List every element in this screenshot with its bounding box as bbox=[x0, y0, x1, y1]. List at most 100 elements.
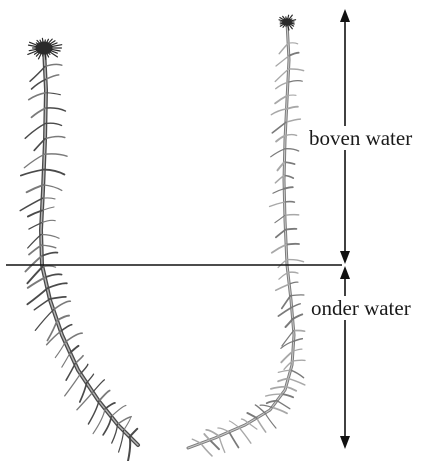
plant-leaf bbox=[45, 137, 65, 139]
plant-leaf bbox=[46, 75, 59, 80]
plant-leaf bbox=[29, 93, 46, 100]
plant-leaf bbox=[285, 135, 296, 136]
plant-leaf bbox=[45, 123, 61, 125]
plant-leaf bbox=[88, 401, 99, 424]
plant-leaf bbox=[242, 419, 249, 423]
plant-leaf bbox=[99, 391, 110, 402]
plant-leaf bbox=[32, 79, 46, 89]
plant-leaf bbox=[34, 299, 50, 310]
plant-leaf bbox=[41, 220, 55, 222]
plant-leaf bbox=[103, 417, 111, 435]
plant-leaf bbox=[288, 43, 298, 44]
plant-leaf bbox=[45, 274, 62, 277]
arrow-down-icon bbox=[340, 436, 350, 449]
plant-leaf bbox=[285, 229, 296, 230]
plant-leaf bbox=[257, 418, 266, 432]
plant-leaf bbox=[276, 230, 286, 238]
plant-leaf bbox=[284, 162, 294, 164]
plant-leaf bbox=[278, 307, 291, 316]
plant-leaf bbox=[276, 82, 288, 88]
plant-head-core bbox=[36, 42, 53, 55]
plant-leaf bbox=[35, 310, 53, 331]
plant-leaf bbox=[276, 284, 290, 290]
plant-leaf bbox=[271, 109, 286, 115]
right-plant bbox=[188, 15, 305, 456]
plant-leaf bbox=[289, 53, 299, 56]
plant-leaf bbox=[41, 245, 55, 248]
plant-leaf bbox=[289, 282, 298, 284]
plant-leaf bbox=[44, 154, 67, 156]
plant-leaf bbox=[247, 413, 256, 418]
plant-leaf bbox=[42, 252, 58, 256]
plant-leaf bbox=[279, 272, 288, 279]
plant-leaf bbox=[75, 356, 83, 364]
plant-leaf bbox=[275, 96, 287, 104]
plant-leaf bbox=[62, 353, 70, 367]
plant-leaf bbox=[229, 432, 238, 448]
height-arrow bbox=[340, 9, 350, 449]
plant-leaf bbox=[248, 423, 257, 429]
plant-leaf bbox=[288, 378, 305, 385]
plant-leaf bbox=[66, 364, 75, 381]
plant-leaf bbox=[46, 108, 66, 111]
plant-leaf bbox=[284, 187, 293, 189]
plant-leaf bbox=[46, 93, 60, 95]
plant-leaf bbox=[293, 314, 303, 319]
plant-leaf bbox=[285, 149, 299, 151]
plant-leaf bbox=[275, 215, 285, 222]
plant-leaf bbox=[65, 333, 82, 342]
plant-leaf bbox=[93, 380, 105, 392]
plant-leaf bbox=[44, 170, 65, 175]
plant-leaf bbox=[41, 235, 59, 239]
plant-leaf bbox=[273, 189, 284, 194]
plant-leaf bbox=[47, 321, 57, 341]
plant-leaf bbox=[27, 185, 44, 192]
plant-leaf bbox=[288, 81, 302, 83]
plant-leaf bbox=[127, 437, 130, 461]
plant-leaf bbox=[81, 364, 88, 373]
plant-leaf bbox=[219, 436, 225, 452]
plant-leaf bbox=[201, 443, 212, 456]
plant-leaf bbox=[286, 387, 296, 391]
plant-leaf bbox=[50, 297, 66, 299]
plant-leaf bbox=[204, 434, 209, 440]
plant-leaf bbox=[119, 431, 124, 453]
arrow-up-icon bbox=[340, 266, 350, 279]
plant-leaf bbox=[279, 43, 288, 53]
plant-leaf bbox=[260, 405, 272, 407]
plant-leaf bbox=[287, 107, 298, 109]
plant-leaf bbox=[61, 325, 72, 332]
plant-leaf bbox=[272, 245, 286, 253]
arrow-down-icon bbox=[340, 251, 350, 264]
plant-leaf bbox=[218, 428, 229, 432]
plant-leaf bbox=[277, 401, 290, 409]
plant-leaf bbox=[192, 439, 201, 443]
plant-leaf bbox=[25, 124, 45, 139]
plant-leaf bbox=[272, 407, 287, 413]
plant-leaf bbox=[80, 383, 87, 402]
plant-leaf bbox=[45, 64, 62, 66]
plant-leaf bbox=[29, 245, 41, 254]
plant-leaf bbox=[276, 56, 289, 66]
plant-leaf bbox=[282, 296, 291, 309]
plant-leaf bbox=[53, 301, 70, 310]
plant-leaf bbox=[130, 429, 138, 437]
plant-leaf bbox=[291, 370, 304, 378]
plant-leaf bbox=[289, 69, 304, 71]
left-plant bbox=[20, 38, 138, 461]
plant-leaf bbox=[105, 403, 115, 409]
plant-leaf bbox=[271, 387, 286, 389]
plant-leaf bbox=[112, 424, 118, 443]
label-above-water: boven water bbox=[307, 126, 414, 150]
arrow-up-icon bbox=[340, 9, 350, 22]
plant-leaf bbox=[57, 316, 69, 321]
plant-leaf bbox=[239, 428, 251, 444]
plant-leaf bbox=[271, 149, 285, 157]
plant-leaf bbox=[43, 185, 62, 191]
plant-leaf bbox=[282, 394, 293, 397]
label-below-water: onder water bbox=[309, 296, 413, 320]
plant-leaf bbox=[47, 283, 67, 288]
plant-leaf bbox=[255, 405, 265, 413]
